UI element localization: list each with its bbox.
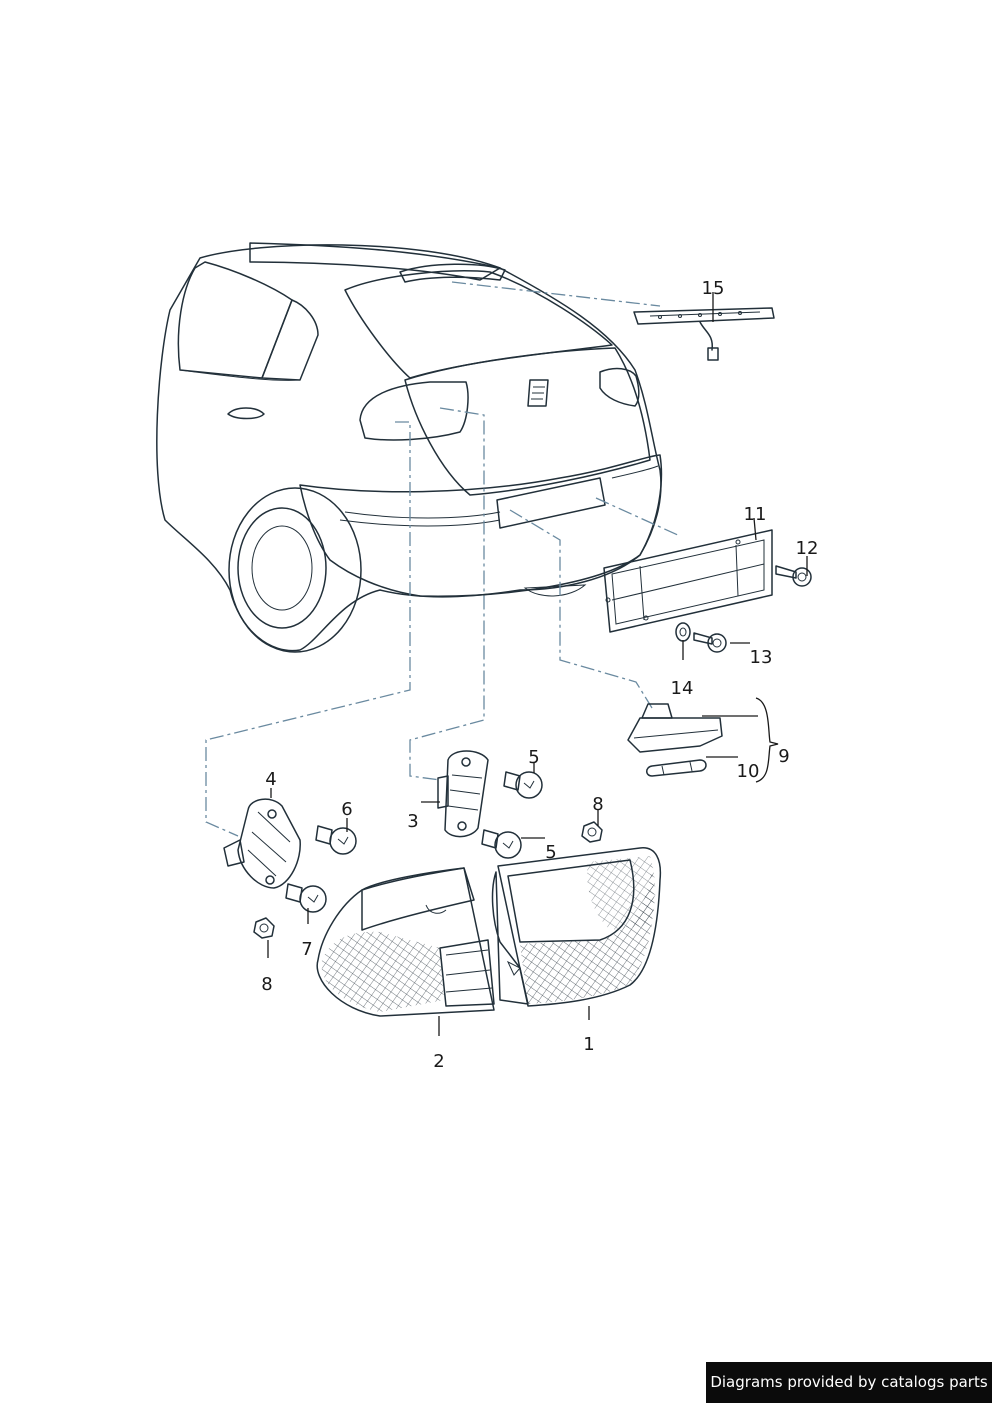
part-6-bulb — [315, 825, 357, 855]
callout-6: 6 — [341, 799, 352, 820]
part-13-screw-with-washer — [675, 622, 727, 653]
callout-8-left: 8 — [261, 974, 272, 995]
callout-5-lower: 5 — [545, 842, 556, 863]
callout-15: 15 — [702, 278, 725, 299]
callout-labels: 15 11 12 13 14 9 10 5 5 3 4 6 8 7 8 2 1 — [261, 278, 818, 1072]
callout-8-right: 8 — [592, 794, 603, 815]
part-15-third-brake-light — [633, 307, 775, 361]
reference-lines — [205, 281, 681, 837]
part-5-bulb-lower — [481, 829, 522, 859]
callout-14: 14 — [671, 678, 694, 699]
callout-1: 1 — [583, 1034, 594, 1055]
callout-4: 4 — [265, 769, 276, 790]
part-12-screw — [775, 565, 812, 587]
part-10-festoon-bulb — [646, 759, 707, 777]
credit-banner: Diagrams provided by catalogs parts — [706, 1362, 992, 1403]
car-rear-view — [156, 242, 663, 653]
part-8-nut-left — [253, 917, 275, 939]
callout-11: 11 — [744, 504, 767, 525]
callout-3: 3 — [407, 811, 418, 832]
part-7-bulb — [285, 883, 327, 913]
callout-10: 10 — [737, 761, 760, 782]
part-4-bulb-holder — [223, 798, 301, 889]
part-2-tail-light-outer — [316, 867, 495, 1017]
part-8-nut-right — [581, 821, 603, 843]
part-1-tail-light-inner — [491, 847, 662, 1007]
callout-9: 9 — [778, 746, 789, 767]
rear-wheel — [228, 487, 362, 653]
brand-logo — [527, 379, 549, 407]
part-3-bulb-holder — [437, 750, 489, 838]
callout-5-upper: 5 — [528, 747, 539, 768]
part-5-bulb-upper — [503, 771, 543, 799]
callout-13: 13 — [750, 647, 773, 668]
leader-lines — [267, 292, 808, 1036]
callout-7: 7 — [301, 939, 312, 960]
part-11-license-plate-holder — [603, 529, 773, 633]
part-14-license-plate-lamp — [627, 703, 723, 753]
callout-2: 2 — [433, 1051, 444, 1072]
callout-12: 12 — [796, 538, 819, 559]
